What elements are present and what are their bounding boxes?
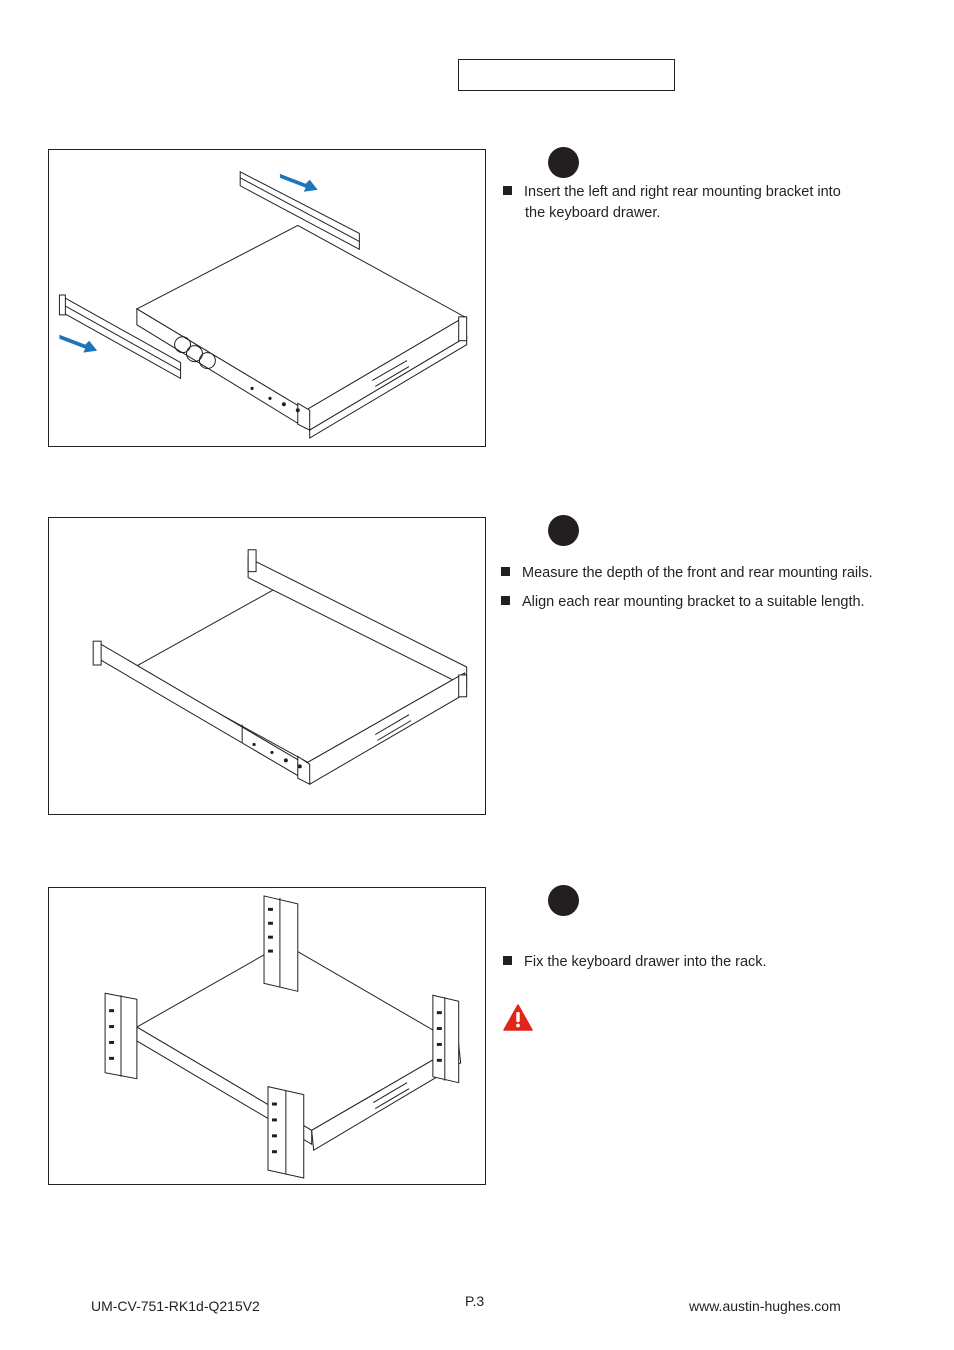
drawer-illustration-1 [58,171,468,439]
footer-doc-code: UM-CV-751-RK1d-Q215V2 [91,1298,260,1314]
bullet-square-icon [503,956,512,965]
figure-insert-brackets [48,149,486,447]
bullet-square-icon [501,596,510,605]
rack-illustration [104,895,462,1179]
footer-website: www.austin-hughes.com [689,1298,841,1314]
step-2-marker [548,515,579,546]
arrow-icon [59,173,318,353]
figure-fix-into-rack [48,887,486,1185]
step-3-marker [548,885,579,916]
bullet-square-icon [503,186,512,195]
figure-measure-rails [48,517,486,815]
warning-icon [503,1004,533,1031]
step-1-marker [548,147,579,178]
step-2-bullet-2: Align each rear mounting bracket to a su… [501,592,865,613]
footer-page-number: P.3 [465,1293,485,1309]
section-title-box [458,59,675,91]
step-2-bullet-1: Measure the depth of the front and rear … [501,563,873,584]
drawer-illustration-2 [92,549,468,786]
step-1-bullet-1: Insert the left and right rear mounting … [503,182,841,224]
bullet-square-icon [501,567,510,576]
step-3-bullet-1: Fix the keyboard drawer into the rack. [503,952,767,973]
